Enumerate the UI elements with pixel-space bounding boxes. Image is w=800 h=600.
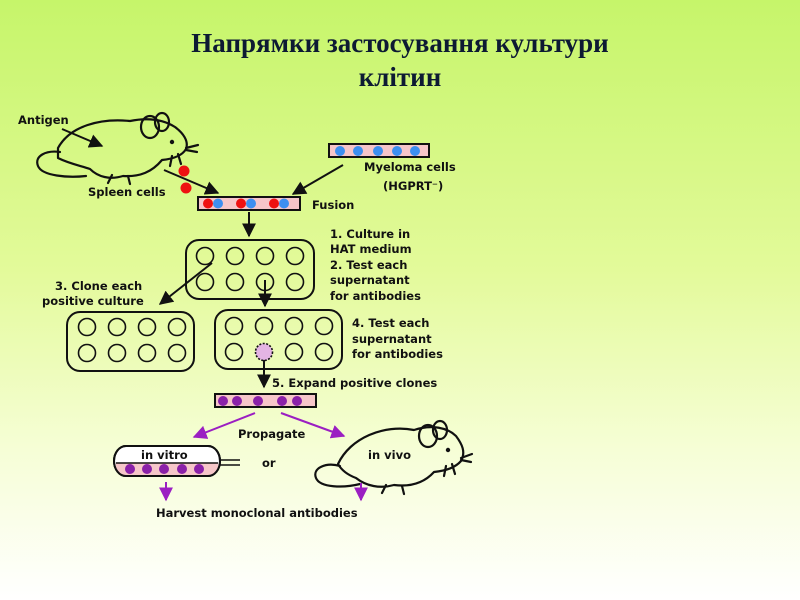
label-or: or xyxy=(262,456,276,470)
spleen-cell xyxy=(178,165,190,177)
clone-plate xyxy=(66,311,195,372)
label-step5: 5. Expand positive clones xyxy=(272,376,437,390)
positive-well xyxy=(254,342,274,362)
label-step4-line3: for antibodies xyxy=(352,347,443,361)
hybridoma-cells xyxy=(218,396,302,406)
test-plate xyxy=(214,309,343,370)
label-in-vitro: in vitro xyxy=(141,448,188,462)
label-in-vivo: in vivo xyxy=(368,448,411,462)
label-step1-line1: 1. Culture in xyxy=(330,227,410,241)
myeloma-arrow xyxy=(291,164,344,195)
label-hgprt: (HGPRT⁻) xyxy=(383,179,443,193)
culture-plate-wells xyxy=(195,246,305,292)
host-mouse-eye-icon xyxy=(445,447,451,453)
label-step3-line2: positive culture xyxy=(42,294,144,308)
label-step1-line2: HAT medium xyxy=(330,242,412,256)
label-step2-line1: 2. Test each xyxy=(330,258,407,272)
host-mouse-icon xyxy=(314,419,474,496)
label-fusion: Fusion xyxy=(312,198,354,212)
spleen-arrow xyxy=(163,169,220,195)
clone-arrow xyxy=(158,262,213,305)
slide-title: Напрямки застосування культури клітин xyxy=(0,26,800,94)
title-line-2: клітин xyxy=(358,62,442,92)
spleen-cell xyxy=(180,182,192,194)
label-step3-line1: 3. Clone each xyxy=(55,279,142,293)
label-harvest: Harvest monoclonal antibodies xyxy=(156,506,358,520)
label-step4-line1: 4. Test each xyxy=(352,316,429,330)
test-plate-wells xyxy=(224,316,334,362)
label-step2-line2: supernatant xyxy=(330,273,410,287)
fusion-cells xyxy=(203,198,289,209)
label-myeloma-cells: Myeloma cells xyxy=(364,160,456,174)
in-vitro-cells xyxy=(125,464,204,474)
label-antigen: Antigen xyxy=(18,113,69,127)
title-line-1: Напрямки застосування культури xyxy=(191,28,609,58)
propagate-in-vitro-arrow xyxy=(192,412,256,439)
label-step2-line3: for antibodies xyxy=(330,289,421,303)
propagate-in-vivo-arrow xyxy=(280,412,346,439)
label-propagate: Propagate xyxy=(238,427,305,441)
label-spleen-cells: Spleen cells xyxy=(88,185,166,199)
antigen-arrow xyxy=(61,128,104,148)
immunized-mouse-icon xyxy=(36,111,200,186)
clone-plate-wells xyxy=(77,317,187,363)
label-step4-line2: supernatant xyxy=(352,332,432,346)
culture-plate xyxy=(185,239,315,300)
mouse-eye-icon xyxy=(169,139,175,145)
myeloma-cells xyxy=(335,146,420,156)
